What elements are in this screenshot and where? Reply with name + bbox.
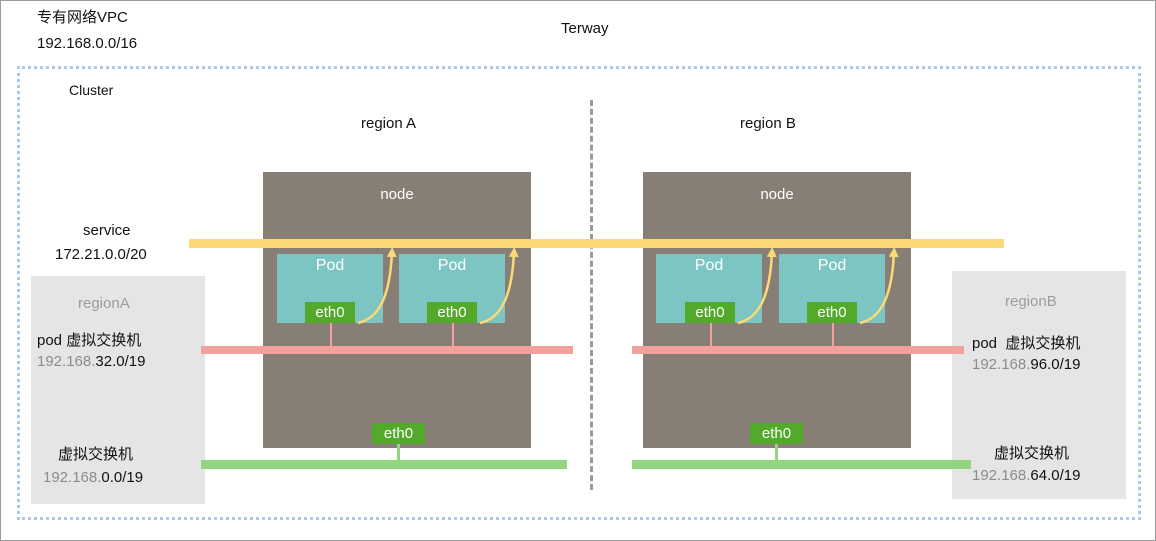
route-arrow-pod-b1 [737,247,777,325]
region-b-vswitch-cidr: 192.168.64.0/19 [972,467,1080,484]
vpc-cidr: 192.168.0.0/16 [37,35,138,52]
pod-b2-label: Pod [817,257,847,274]
region-b-panel-title: regionB [1005,293,1057,310]
node-b-eth0: eth0 [750,423,803,444]
region-b-pod-switch-cidr: 192.168.96.0/19 [972,356,1080,373]
region-b-vswitch-cidr-suffix: 64.0/19 [1030,467,1081,484]
node-a-eth0: eth0 [372,423,425,444]
cluster-boundary [17,66,1141,520]
terway-label: Terway [561,20,609,37]
region-b-panel [952,271,1126,499]
pod-vswitch-line-region-b [632,346,964,354]
route-arrow-pod-a2 [479,247,519,325]
region-a-pod-switch-label: pod 虚拟交换机 [37,332,142,349]
region-b-label: region B [740,115,796,132]
node-region-a-label: node [380,186,414,203]
region-a-label: region A [361,115,417,132]
region-divider [590,100,593,490]
pod-a2-eth0: eth0 [427,302,477,323]
service-line [189,239,1004,248]
region-a-pod-cidr-prefix: 192.168. [37,353,96,370]
route-arrow-pod-a1 [357,247,397,325]
service-cidr: 172.21.0.0/20 [55,246,147,263]
vpc-title: 专有网络VPC [37,9,128,26]
node-b-connector [775,444,778,461]
pod-b1-label: Pod [694,257,724,274]
pod-b1-eth0: eth0 [685,302,735,323]
pod-a1-label: Pod [315,257,345,274]
route-arrow-pod-b2 [859,247,899,325]
service-label: service [83,222,131,239]
region-b-pod-switch-label: pod 虚拟交换机 [972,335,1081,352]
pod-b1-connector [710,323,712,347]
pod-a1-eth0: eth0 [305,302,355,323]
pod-a2-connector [452,323,454,347]
region-a-vswitch-cidr-prefix: 192.168. [43,469,102,486]
region-a-vswitch-label: 虚拟交换机 [58,446,134,463]
region-a-vswitch-cidr: 192.168.0.0/19 [43,469,143,486]
pod-b2-connector [832,323,834,347]
pod-b2-eth0: eth0 [807,302,857,323]
cluster-label: Cluster [69,82,114,98]
node-a-connector [397,444,400,461]
region-b-vswitch-cidr-prefix: 192.168. [972,467,1031,484]
region-a-pod-cidr-suffix: 32.0/19 [95,353,146,370]
region-b-vswitch-label: 虚拟交换机 [994,445,1070,462]
region-a-pod-switch-cidr: 192.168.32.0/19 [37,353,145,370]
vswitch-line-region-a [201,460,567,469]
region-a-vswitch-cidr-suffix: 0.0/19 [101,469,144,486]
region-b-pod-cidr-prefix: 192.168. [972,356,1031,373]
pod-a1-connector [330,323,332,347]
region-a-panel [31,276,205,504]
pod-a2-label: Pod [437,257,467,274]
vswitch-line-region-b [632,460,971,469]
node-region-b-label: node [760,186,794,203]
pod-vswitch-line-region-a [201,346,573,354]
region-a-panel-title: regionA [78,295,130,312]
region-b-pod-cidr-suffix: 96.0/19 [1030,356,1081,373]
